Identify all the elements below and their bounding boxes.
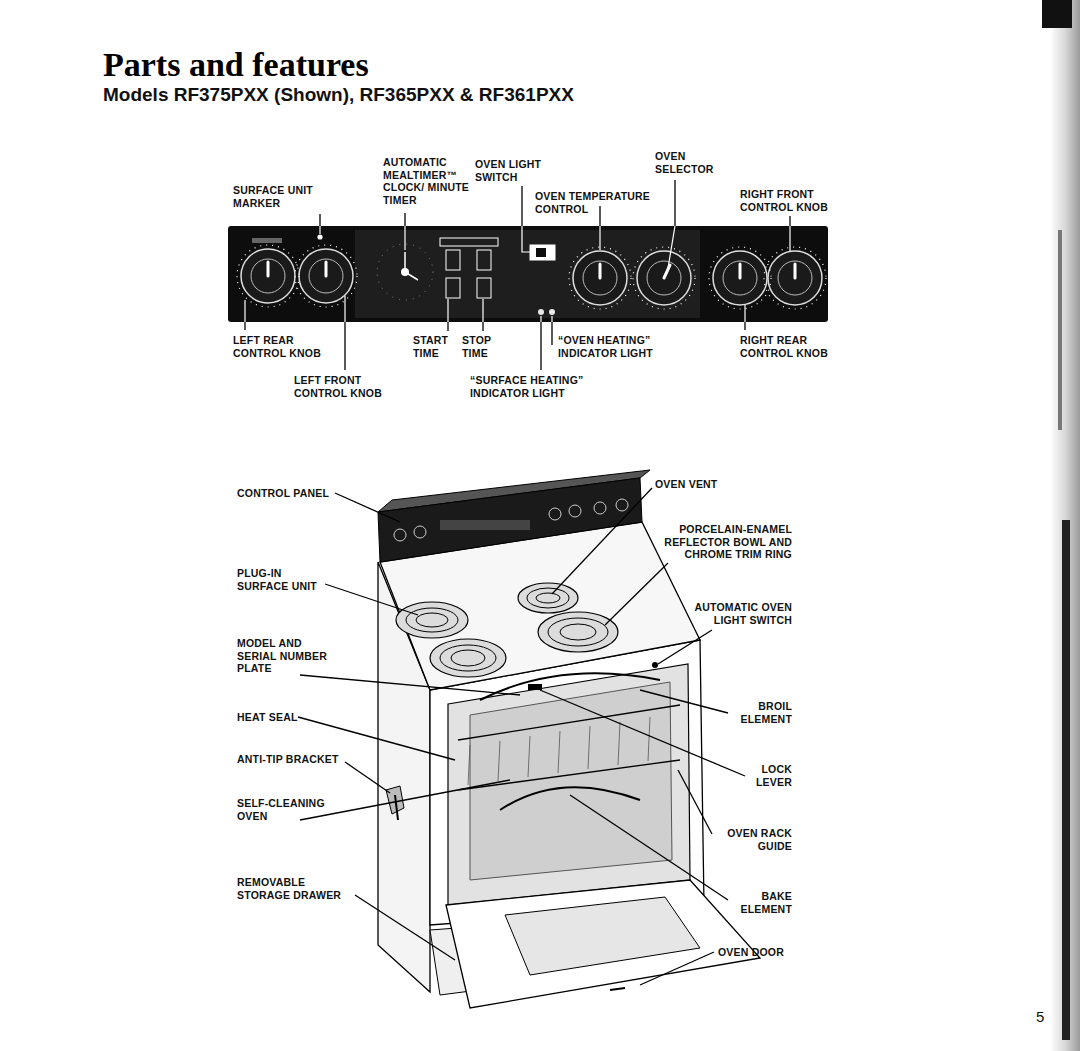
part-label: RIGHT FRONT CONTROL KNOB [740, 188, 838, 213]
part-label: PLUG-IN SURFACE UNIT [237, 567, 329, 592]
part-label: LOCK LEVER [742, 763, 792, 788]
part-label: OVEN TEMPERATURE CONTROL [535, 190, 657, 215]
part-label: LEFT FRONT CONTROL KNOB [294, 374, 392, 399]
model-subtitle: Models RF375PXX (Shown), RF365PXX & RF36… [103, 84, 574, 106]
page-title: Parts and features [103, 46, 369, 84]
part-label: LEFT REAR CONTROL KNOB [233, 334, 331, 359]
part-label: OVEN LIGHT SWITCH [475, 158, 547, 183]
part-label: REMOVABLE STORAGE DRAWER [237, 876, 353, 901]
part-label: “OVEN HEATING” INDICATOR LIGHT [558, 334, 670, 359]
part-label: AUTOMATIC OVEN LIGHT SWITCH [678, 601, 792, 626]
part-label: RIGHT REAR CONTROL KNOB [740, 334, 838, 359]
part-label: ANTI-TIP BRACKET [237, 753, 357, 766]
part-label: STOP TIME [462, 334, 502, 359]
part-label: MODEL AND SERIAL NUMBER PLATE [237, 637, 341, 675]
part-label: OVEN SELECTOR [655, 150, 727, 175]
part-label: BAKE ELEMENT [730, 890, 792, 915]
part-label: OVEN RACK GUIDE [710, 827, 792, 852]
part-label: BROIL ELEMENT [730, 700, 792, 725]
part-label: HEAT SEAL [237, 711, 357, 724]
part-label: START TIME [413, 334, 455, 359]
part-label: PORCELAIN-ENAMEL REFLECTOR BOWL AND CHRO… [650, 523, 792, 561]
part-label: SELF-CLEANING OVEN [237, 797, 341, 822]
part-label: CONTROL PANEL [237, 487, 387, 500]
part-label: SURFACE UNIT MARKER [233, 184, 321, 209]
part-label: OVEN VENT [655, 478, 775, 491]
part-label: “SURFACE HEATING” INDICATOR LIGHT [470, 374, 598, 399]
part-label: AUTOMATIC MEALTIMER™ CLOCK/ MINUTE TIMER [383, 156, 471, 206]
part-label: OVEN DOOR [718, 946, 818, 959]
page-number: 5 [1036, 1008, 1045, 1026]
